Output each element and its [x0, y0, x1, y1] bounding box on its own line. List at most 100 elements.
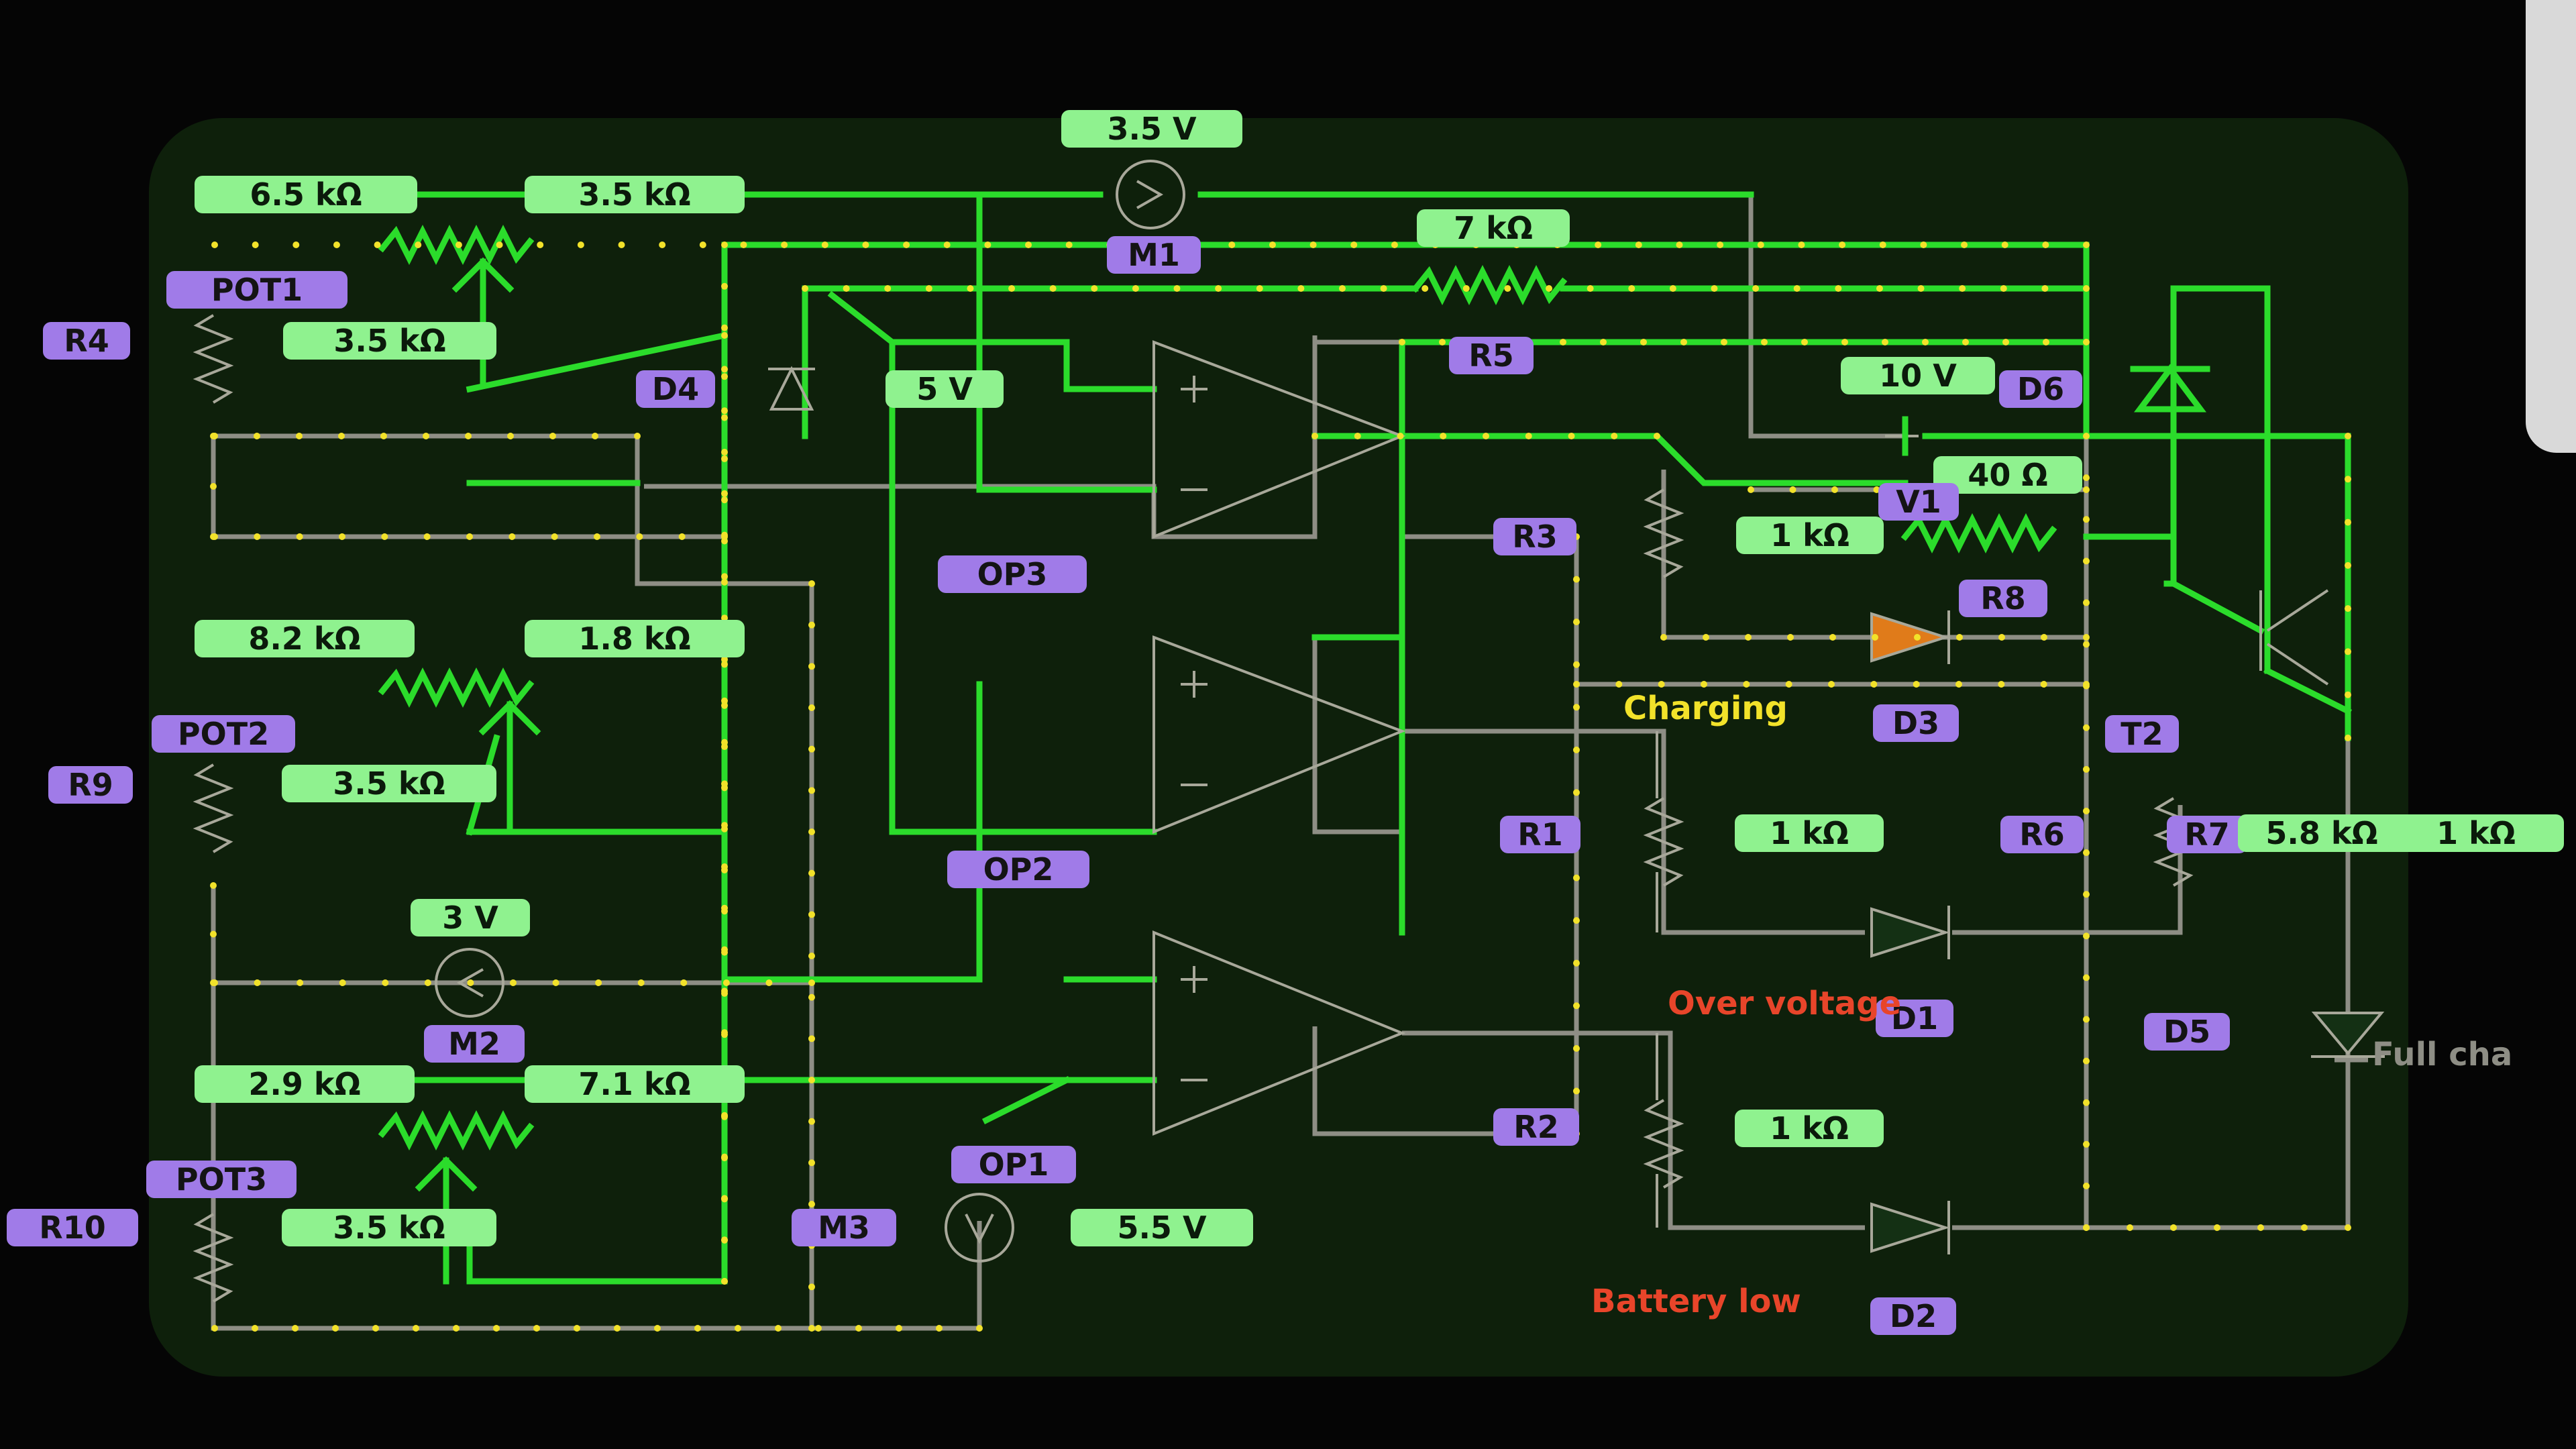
node-dot [1879, 241, 1886, 248]
v1-name[interactable]: V1 [1878, 483, 1959, 521]
node-dot [1546, 285, 1553, 292]
node-dot [634, 433, 641, 439]
node-dot [808, 1118, 815, 1125]
node-dot [1680, 339, 1687, 345]
r4-name[interactable]: R4 [43, 322, 130, 360]
node-dot [2083, 285, 2090, 292]
node-dot [2345, 648, 2351, 655]
r7-name[interactable]: R7 [2167, 816, 2247, 853]
node-dot [721, 908, 728, 915]
r2-name[interactable]: R2 [1493, 1108, 1579, 1146]
node-dot [808, 979, 815, 986]
node-dot [2214, 1224, 2220, 1231]
m2-name[interactable]: M2 [424, 1025, 525, 1063]
node-dot [896, 1325, 902, 1332]
pot1-value-b[interactable]: 3.5 kΩ [525, 176, 745, 213]
r3-value[interactable]: 1 kΩ [1736, 517, 1884, 554]
node-dot [1440, 433, 1447, 439]
node-dot [1998, 634, 2005, 641]
node-dot [1676, 241, 1683, 248]
r5-value[interactable]: 7 kΩ [1417, 209, 1570, 247]
node-dot [721, 661, 728, 668]
node-dot [2083, 486, 2090, 493]
pot2-value-b[interactable]: 1.8 kΩ [525, 620, 745, 657]
node-dot [637, 979, 645, 986]
d4-value[interactable]: 5 V [885, 370, 1004, 408]
node-dot [574, 1325, 580, 1332]
r10-name[interactable]: R10 [7, 1209, 138, 1246]
r6-value[interactable]: 1 kΩ [2388, 814, 2564, 852]
node-dot [1483, 433, 1489, 439]
d3-name[interactable]: D3 [1873, 704, 1959, 742]
node-dot [1354, 433, 1361, 439]
d4-name[interactable]: D4 [636, 370, 715, 408]
pot1-name[interactable]: POT1 [166, 271, 347, 309]
node-dot [2041, 634, 2047, 641]
r1-value[interactable]: 1 kΩ [1735, 814, 1884, 852]
node-dot [722, 979, 730, 986]
node-dot [210, 433, 217, 439]
d1-name[interactable]: D1 [1876, 1000, 1953, 1037]
d2-name[interactable]: D2 [1870, 1297, 1956, 1335]
pot1-value-a[interactable]: 6.5 kΩ [195, 176, 417, 213]
d5-name[interactable]: D5 [2144, 1013, 2230, 1051]
d6-name[interactable]: D6 [1999, 370, 2082, 408]
node-dot [2083, 1182, 2090, 1189]
m3-name[interactable]: M3 [792, 1209, 896, 1246]
r6-name[interactable]: R6 [2000, 816, 2084, 853]
pot3-value-a[interactable]: 2.9 kΩ [195, 1065, 415, 1103]
pot2-name[interactable]: POT2 [152, 715, 295, 753]
op3-name[interactable]: OP3 [938, 555, 1087, 593]
node-dot [808, 663, 815, 670]
r4-value[interactable]: 3.5 kΩ [283, 322, 496, 360]
node-dot [721, 949, 728, 956]
r9-name[interactable]: R9 [48, 766, 133, 804]
node-dot [618, 241, 625, 248]
node-dot [855, 1325, 862, 1332]
pot2-value-a[interactable]: 8.2 kΩ [195, 620, 415, 657]
node-dot [1640, 339, 1647, 345]
side-panel-handle[interactable] [2526, 0, 2576, 453]
r3-name[interactable]: R3 [1493, 518, 1576, 555]
r7-value[interactable]: 5.8 kΩ [2238, 814, 2406, 852]
m1-name[interactable]: M1 [1107, 236, 1201, 274]
r8-name[interactable]: R8 [1959, 580, 2047, 617]
node-dot [537, 241, 544, 248]
d6-value[interactable]: 10 V [1841, 357, 1995, 394]
op1-name[interactable]: OP1 [951, 1146, 1076, 1183]
m3-value[interactable]: 5.5 V [1071, 1209, 1253, 1246]
node-dot [1721, 339, 1727, 345]
m1-value[interactable]: 3.5 V [1061, 110, 1242, 148]
r2-value[interactable]: 1 kΩ [1735, 1110, 1884, 1147]
r10-value[interactable]: 3.5 kΩ [282, 1209, 496, 1246]
node-dot [808, 953, 815, 959]
m2-value[interactable]: 3 V [411, 899, 530, 936]
t2-name[interactable]: T2 [2105, 715, 2179, 753]
r9-value[interactable]: 3.5 kΩ [282, 765, 496, 802]
node-dot [1091, 285, 1098, 292]
node-dot [551, 533, 558, 540]
node-dot [1798, 241, 1805, 248]
op2-name[interactable]: OP2 [947, 851, 1089, 888]
node-dot [2345, 605, 2351, 612]
pot3-name[interactable]: POT3 [146, 1161, 297, 1198]
node-dot [943, 241, 951, 248]
node-dot [381, 533, 388, 540]
node-dot [808, 704, 815, 711]
node-dot [252, 1325, 258, 1332]
node-dot [721, 449, 728, 455]
node-dot [721, 531, 728, 539]
r5-name[interactable]: R5 [1449, 337, 1534, 374]
pot3-value-b[interactable]: 7.1 kΩ [525, 1065, 745, 1103]
node-dot [210, 483, 217, 490]
node-dot [423, 533, 431, 540]
node-dot [721, 1195, 728, 1203]
node-dot [721, 656, 728, 663]
node-dot [2083, 1057, 2090, 1065]
node-dot [1789, 486, 1796, 493]
node-dot [1573, 789, 1580, 796]
r1-name[interactable]: R1 [1500, 816, 1580, 853]
v1-value[interactable]: 40 Ω [1933, 456, 2082, 494]
node-dot [594, 533, 600, 540]
